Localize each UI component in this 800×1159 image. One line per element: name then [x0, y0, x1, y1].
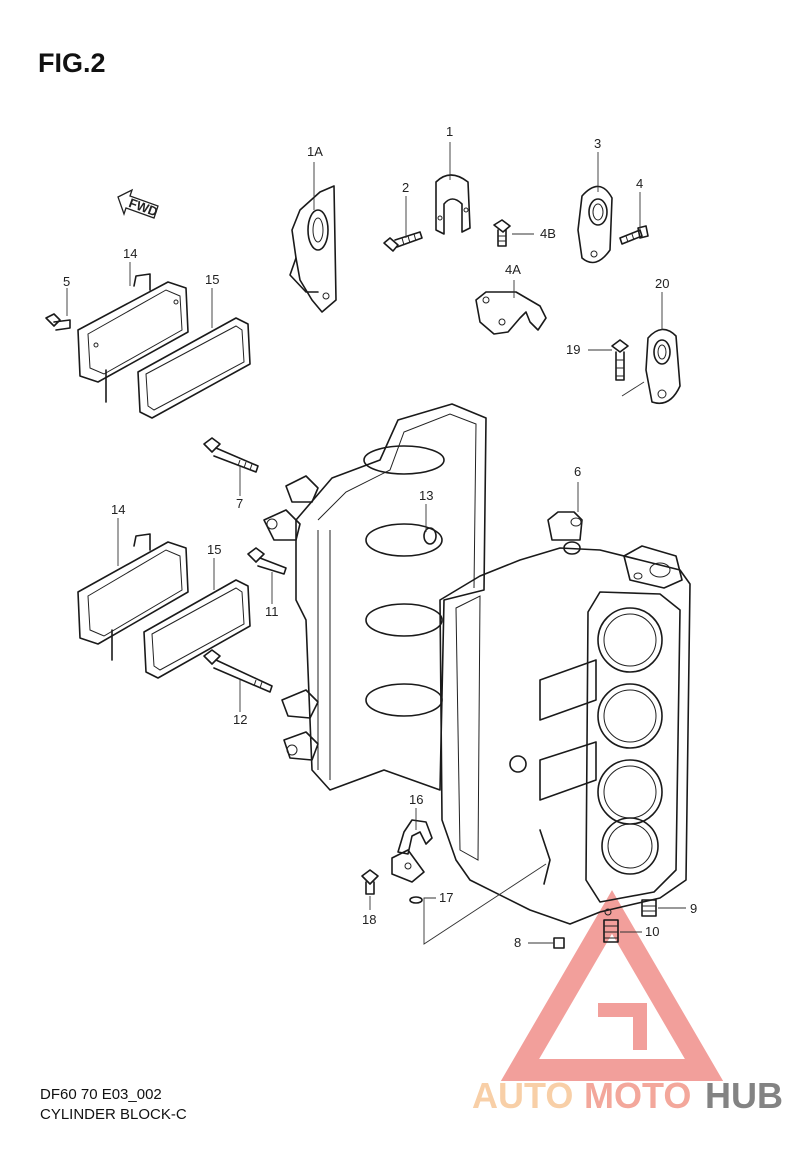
part-14-cover-lower — [77, 533, 189, 661]
part-19-bolt — [611, 339, 629, 381]
part-4-bolt — [619, 225, 649, 245]
part-9-plug — [641, 899, 657, 917]
crankcase-half — [263, 403, 487, 791]
label-4b: 4B — [540, 226, 556, 241]
label-4: 4 — [636, 176, 643, 191]
part-4b-bolt — [493, 219, 511, 247]
label-16: 16 — [409, 792, 423, 807]
label-12: 12 — [233, 712, 247, 727]
watermark-auto: AUTO — [472, 1075, 573, 1116]
label-6: 6 — [574, 464, 581, 479]
label-8: 8 — [514, 935, 521, 950]
part-labels: 1A 1 2 3 4 4B 4A 5 14 15 20 19 7 6 13 14… — [63, 124, 697, 950]
label-10: 10 — [645, 924, 659, 939]
part-2-bolt — [383, 231, 423, 252]
part-15-gasket-upper — [137, 317, 251, 419]
label-15-upper: 15 — [205, 272, 219, 287]
forward-arrow-label: FWD — [127, 195, 160, 219]
label-5: 5 — [63, 274, 70, 289]
leader-lines — [66, 142, 686, 945]
figure-code: DF60 70 E03_002 — [40, 1086, 162, 1103]
part-18-bolt — [361, 869, 379, 895]
label-14-lower: 14 — [111, 502, 125, 517]
label-2: 2 — [402, 180, 409, 195]
part-16-pipe — [391, 819, 433, 883]
figure-title: FIG.2 — [38, 48, 106, 78]
part-1-clip — [435, 174, 471, 235]
label-7: 7 — [236, 496, 243, 511]
part-4a-plate — [475, 291, 547, 335]
part-10-plug — [603, 919, 619, 943]
watermark-text: AUTO MOTO HUB — [472, 1075, 783, 1116]
part-12-bolt — [203, 649, 273, 693]
label-1a: 1A — [307, 144, 323, 159]
part-5-bolt — [45, 313, 71, 331]
part-8-pin — [553, 937, 565, 949]
part-20-bracket — [621, 328, 681, 405]
label-13: 13 — [419, 488, 433, 503]
label-1: 1 — [446, 124, 453, 139]
label-11: 11 — [265, 604, 279, 619]
watermark-hub: HUB — [705, 1075, 783, 1116]
label-20: 20 — [655, 276, 669, 291]
figure-caption: CYLINDER BLOCK-C — [40, 1106, 187, 1123]
label-19: 19 — [566, 342, 580, 357]
watermark-logo — [500, 890, 724, 1081]
part-14-cover-upper — [77, 273, 189, 403]
label-18: 18 — [362, 912, 376, 927]
part-3-bracket — [577, 185, 613, 264]
part-11-bolt — [247, 547, 287, 575]
label-9: 9 — [690, 901, 697, 916]
forward-arrow-icon: FWD — [117, 188, 160, 219]
label-3: 3 — [594, 136, 601, 151]
part-17-o-ring — [409, 896, 423, 904]
part-7-bolt — [203, 437, 259, 473]
part-1a-bracket — [289, 185, 337, 313]
cylinder-block — [439, 511, 691, 925]
label-15-lower: 15 — [207, 542, 221, 557]
part-15-gasket-lower — [143, 579, 251, 679]
label-14-upper: 14 — [123, 246, 137, 261]
watermark-moto: MOTO — [584, 1075, 691, 1116]
label-17: 17 — [439, 890, 453, 905]
label-4a: 4A — [505, 262, 521, 277]
